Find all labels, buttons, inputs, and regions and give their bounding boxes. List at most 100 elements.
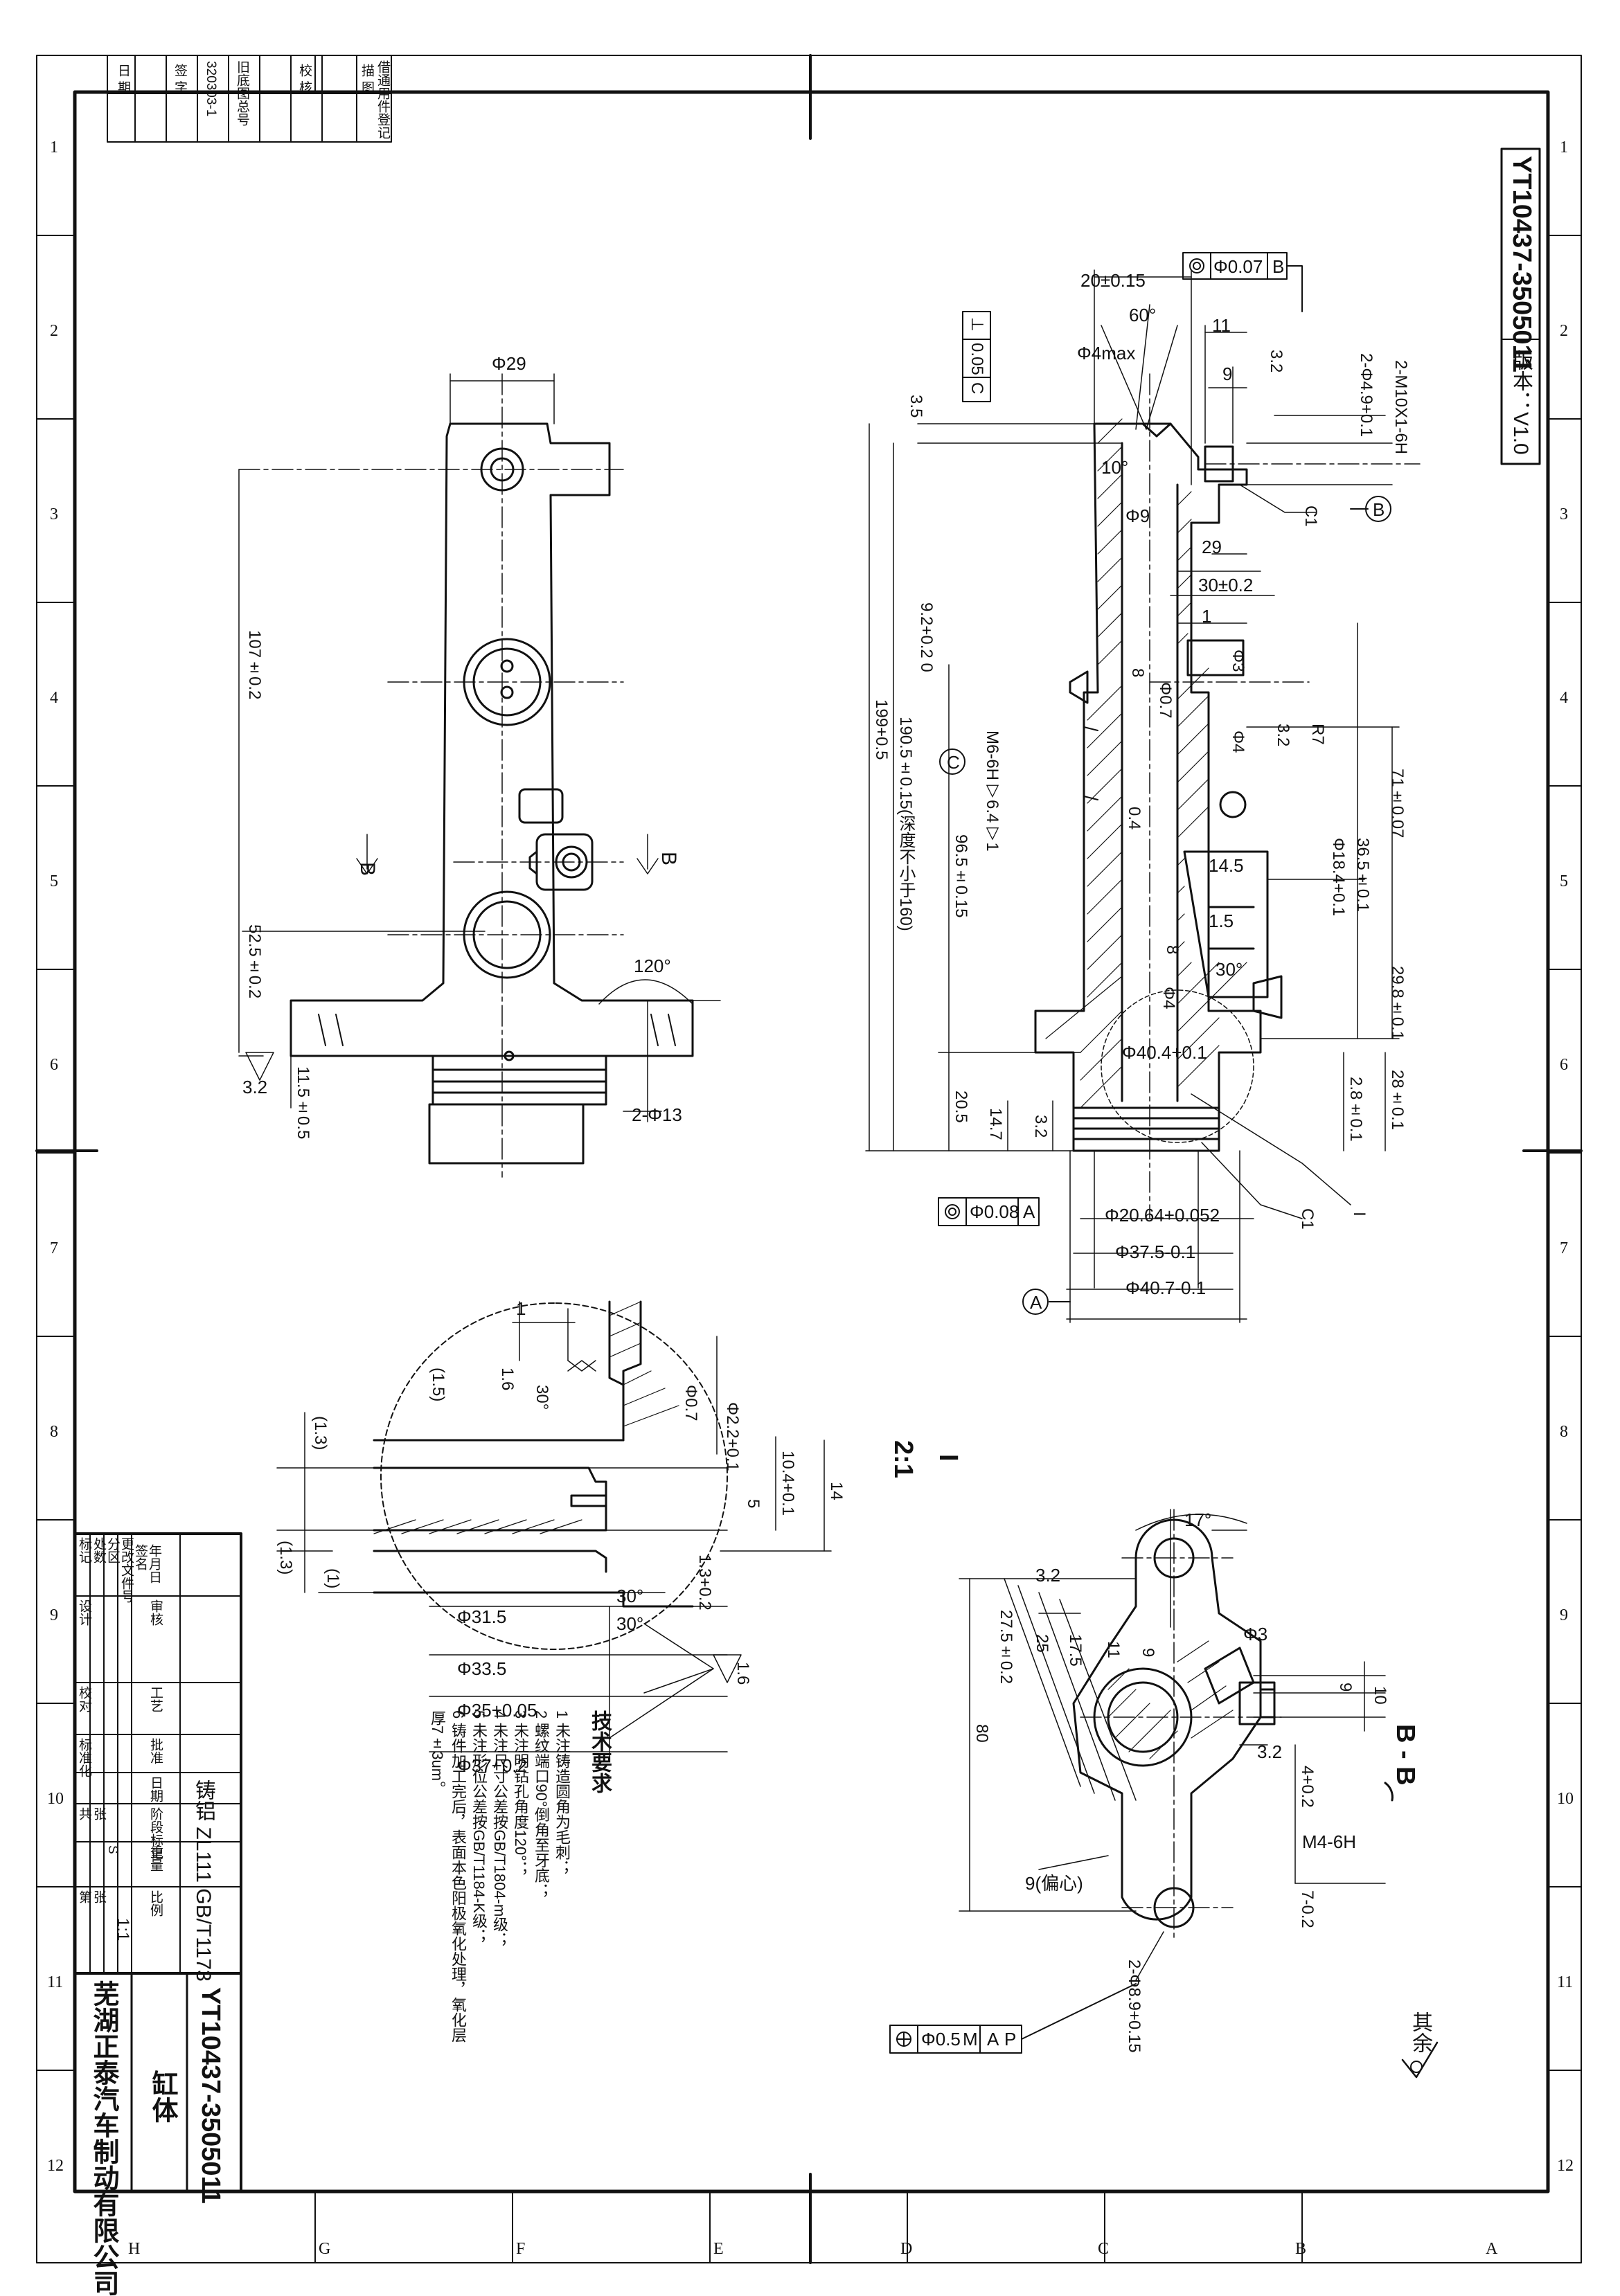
bb-dim-4: 4+0.2 <box>1298 1766 1317 1808</box>
margin-block <box>107 55 392 143</box>
zone-row-7-right: 7 <box>1560 1239 1568 1257</box>
zone-row-9-right: 9 <box>1560 1606 1568 1624</box>
detail-dim-1: (1) <box>323 1568 342 1589</box>
main-section-centerlines <box>1149 373 1421 1219</box>
main-dim-dia18-4: Φ18.4+0.1 <box>1329 838 1348 917</box>
gdt-frames <box>938 252 1391 1315</box>
zone-col-g: G <box>319 2240 331 2258</box>
zone-col-f: F <box>516 2240 526 2258</box>
detail-dim-14: 14 <box>827 1482 846 1500</box>
bb-roughness-top: 3.2 <box>1035 1565 1061 1586</box>
zone-row-2: 2 <box>50 322 58 340</box>
main-dim-dia37-5: Φ37.5-0.1 <box>1115 1241 1196 1262</box>
tb-proof: 校对 <box>77 1686 91 1712</box>
section-bb-label: B - B <box>1391 1724 1420 1786</box>
note-item-3: 3 未注明钻孔角度120°； <box>512 1710 529 1876</box>
main-detail-i-callout: I <box>1350 1212 1369 1217</box>
note-item-4: 4 未注尺寸公差按GB/T1804-m级； <box>491 1710 508 1948</box>
bb-dim-7: 7-0.2 <box>1298 1890 1317 1928</box>
main-dim-14-5: 14.5 <box>1209 855 1244 876</box>
main-dim-96-5: 96.5±0.15 <box>952 834 970 918</box>
detail-i-hatch <box>373 1301 679 1534</box>
zone-row-5: 5 <box>50 872 58 890</box>
tb-sheets: 张 <box>91 1807 106 1820</box>
zone-ticks <box>36 55 1582 2263</box>
detail-i-dims <box>276 1301 832 1759</box>
bb-position-datum-mod: P <box>1004 2029 1017 2050</box>
detail-dim-1: 1 <box>516 1298 526 1319</box>
main-dim-20: 20±0.15 <box>1080 270 1146 291</box>
main-dim-2-dia4-9: 2-Φ4.9+0.1 <box>1357 353 1376 438</box>
material: 铸铝 ZL111 GB/T1173 <box>192 1779 215 1982</box>
margin-used-on: 借通用件登记 <box>375 60 390 139</box>
front-section-b-right: B <box>657 852 680 866</box>
zone-row-11: 11 <box>47 1973 64 1991</box>
part-name: 缸体 <box>148 2070 177 2123</box>
margin-date-label: 日 期 <box>116 64 130 94</box>
main-chamfer-c1-top: C1 <box>1301 505 1320 527</box>
detail-dim-dia0-7: Φ0.7 <box>682 1385 700 1421</box>
section-bb-hatch <box>1107 1640 1234 1759</box>
bb-dim-27-5: 27.5±0.2 <box>997 1610 1015 1685</box>
zone-col-b: B <box>1295 2240 1307 2258</box>
detail-dim-dia2-2: Φ2.2+0.1 <box>723 1402 742 1471</box>
main-dim-36-5: 36.5±0.1 <box>1353 838 1372 913</box>
zone-row-11-right: 11 <box>1557 1973 1574 1991</box>
main-dim-9-2: 9.2+0.2 0 <box>917 602 936 672</box>
zone-row-5-right: 5 <box>1560 872 1568 890</box>
note-item-2: 2 螺纹端口90°倒角至牙底； <box>533 1710 550 1899</box>
tb-approve: 批准 <box>148 1738 163 1764</box>
technical-notes: 技术要求 1 未注铸造圆角为毛刺； 2 螺纹端口90°倒角至牙底； 3 未注明钻… <box>388 1710 611 2056</box>
zone-row-6: 6 <box>50 1056 58 1074</box>
detail-dim-dia33-5: Φ33.5 <box>457 1658 507 1679</box>
main-dim-dia40-7: Φ40.7-0.1 <box>1125 1277 1207 1298</box>
zone-row-10-right: 10 <box>1557 1790 1574 1808</box>
remainder-roughness-circle <box>1410 2061 1423 2073</box>
main-dim-dia4: Φ4 <box>1229 730 1247 753</box>
tb-mark: 标记 <box>77 1537 91 1563</box>
notes-title: 技术要求 <box>588 1710 611 1793</box>
remainder-roughness-label: 其余 <box>1409 2011 1432 2053</box>
tb-date: 年月日 <box>147 1544 161 1584</box>
zone-row-6-right: 6 <box>1560 1056 1568 1074</box>
main-dim-190-5: 190.5±0.15(深度不小于160) <box>896 717 915 931</box>
main-dim-29: 29 <box>1202 537 1222 557</box>
main-dim-2-8: 2.8±0.1 <box>1346 1077 1365 1142</box>
main-dim-28: 28±0.1 <box>1388 1070 1407 1131</box>
margin-drawn: 描 图 <box>359 64 374 94</box>
front-roughness: 3.2 <box>242 1077 268 1097</box>
main-dim-1-5: 1.5 <box>1209 911 1234 931</box>
zone-row-1-right: 1 <box>1560 138 1568 156</box>
front-dim-2-dia13: 2-Φ13 <box>632 1104 682 1125</box>
detail-dim-5: 5 <box>744 1499 763 1509</box>
front-section-b-left: B <box>356 862 379 877</box>
main-dim-m6: M6-6H▽6.4▽1 <box>983 730 1002 852</box>
bb-dim-17deg: 17° <box>1184 1509 1212 1530</box>
bb-roughness-right: 3.2 <box>1257 1741 1283 1762</box>
tb-zone: 分区 <box>105 1537 120 1563</box>
bb-position-tol: Φ0.5 <box>921 2029 961 2050</box>
main-dim-30deg: 30° <box>1216 959 1243 980</box>
detail-dim-1-3c: 1.3+0.2 <box>695 1554 714 1611</box>
front-view <box>290 422 694 1165</box>
tb-process: 工艺 <box>148 1686 163 1712</box>
bb-dim-9b: 9 <box>1336 1683 1355 1692</box>
gdt-runout-b-datum: B <box>1272 256 1285 277</box>
bb-dim-17-5: 17.5 <box>1066 1634 1085 1667</box>
main-dim-14-7: 14.7 <box>986 1108 1005 1140</box>
zone-row-3: 3 <box>50 505 58 523</box>
datum-b: B <box>1373 499 1385 520</box>
tb-change-doc: 更改文件号 <box>119 1537 134 1603</box>
bb-position-datum: A <box>987 2029 999 2050</box>
note-item-5: 5 未注形位公差按GB/T1184-K级； <box>470 1710 488 1944</box>
section-bb-centerlines <box>1080 1509 1282 1939</box>
tb-standard: 标准化 <box>77 1738 91 1777</box>
tb-scale-value: 1:1 <box>114 1918 132 1941</box>
drawing-number-box <box>1500 147 1541 465</box>
zone-col-d: D <box>900 2240 913 2258</box>
zone-row-12-right: 12 <box>1557 2157 1574 2175</box>
main-dim-8b: 8 <box>1163 945 1182 955</box>
front-view-dims <box>238 373 721 1122</box>
tb-scale: 比例 <box>148 1890 163 1917</box>
main-dim-dia4max: Φ4max <box>1077 343 1136 364</box>
